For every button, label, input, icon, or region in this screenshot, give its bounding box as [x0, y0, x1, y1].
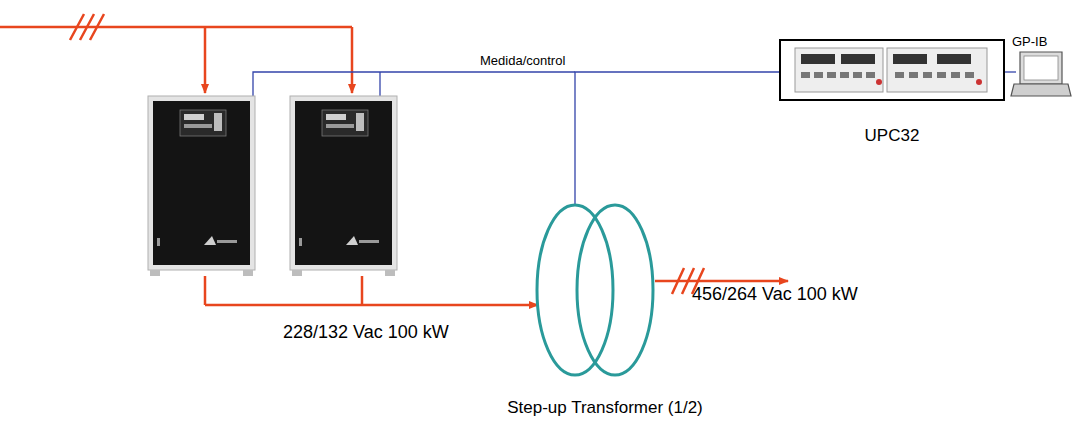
bus-label: GP-IB: [1012, 34, 1047, 49]
transformer-symbol: Step-up Transformer (1/2): [480, 200, 730, 418]
transformer-symbol-art: [480, 200, 730, 418]
laptop-icon: [1011, 52, 1071, 96]
voltage-label: 456/264 Vac 100 kW: [692, 284, 858, 305]
power-source-cabinet: [148, 96, 255, 276]
node-label: UPC32: [865, 126, 920, 146]
voltage-label: 228/132 Vac 100 kW: [283, 322, 449, 343]
input-line: [0, 14, 352, 93]
control-connector: [575, 72, 779, 205]
instrument-box: UPC32: [779, 38, 1005, 146]
edge-label: Medida/control: [478, 53, 567, 68]
power-source-cabinet: [290, 96, 397, 276]
node-label: Step-up Transformer (1/2): [507, 398, 703, 418]
gpib-wire: [1004, 71, 1016, 72]
